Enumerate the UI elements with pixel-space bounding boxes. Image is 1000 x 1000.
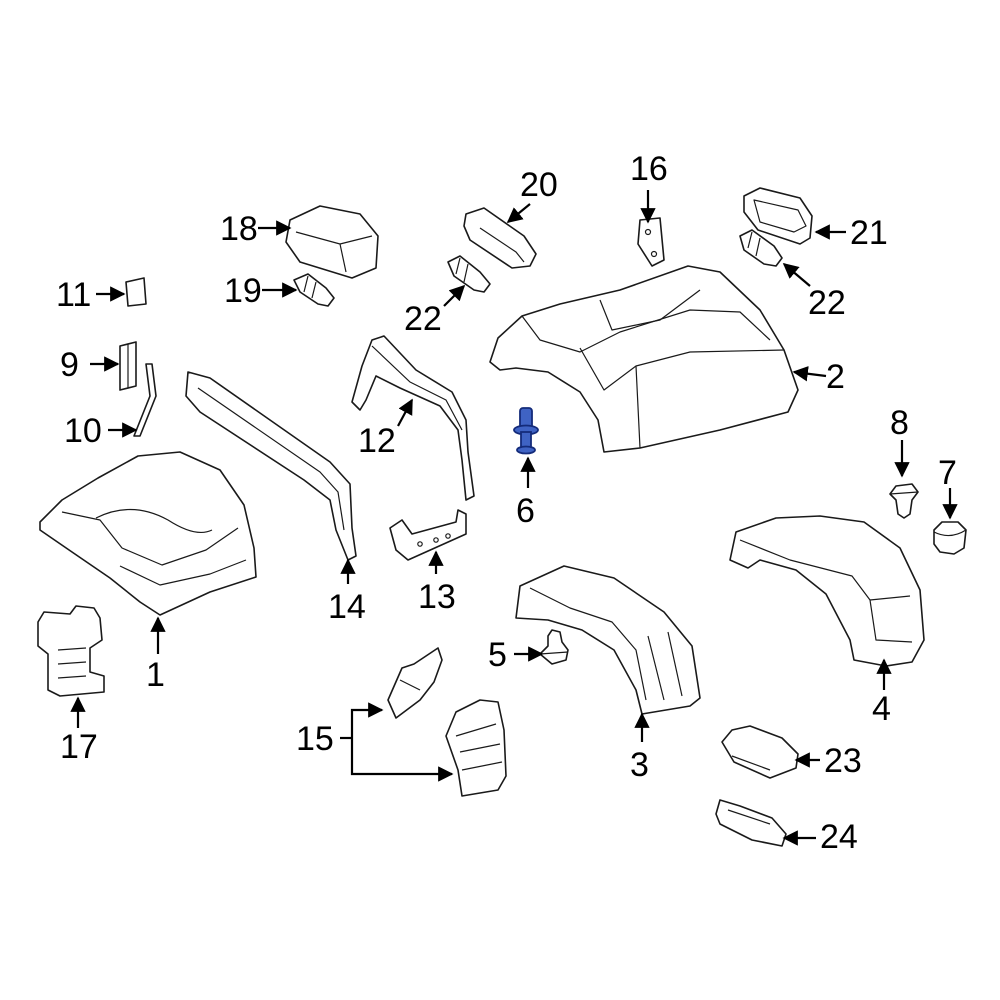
callout-24[interactable]: 24 [820,818,858,856]
callout-11[interactable]: 11 [56,276,91,314]
part-17-bracket[interactable] [37,605,105,697]
callout-17[interactable]: 17 [60,728,98,766]
callout-6[interactable]: 6 [516,492,535,530]
part-16-plate[interactable] [637,217,665,267]
part-12-inner-liner[interactable] [351,335,475,501]
callout-21[interactable]: 21 [850,214,888,252]
part-21-lamp-housing[interactable] [743,187,813,245]
part-8-plug[interactable] [889,483,919,519]
callout-22-right[interactable]: 22 [808,284,846,322]
callout-9[interactable]: 9 [60,346,79,384]
callout-10[interactable]: 10 [64,412,102,450]
part-22-bulb-left[interactable] [447,255,491,293]
part-15-flap-upper[interactable] [387,647,443,719]
callout-2[interactable]: 2 [826,358,845,396]
callout-12[interactable]: 12 [358,422,396,460]
callout-5[interactable]: 5 [488,636,507,674]
callout-8[interactable]: 8 [890,404,909,442]
callout-19[interactable]: 19 [224,272,262,310]
part-22-bulb-right[interactable] [739,229,783,267]
part-19-bulb[interactable] [293,273,335,307]
callout-7[interactable]: 7 [938,454,957,492]
callout-3[interactable]: 3 [630,746,649,784]
callout-13[interactable]: 13 [418,578,456,616]
part-5-clip[interactable] [539,629,569,665]
callout-20[interactable]: 20 [520,166,558,204]
part-9-strip[interactable] [119,341,137,391]
part-11-pad[interactable] [125,277,147,307]
callout-23[interactable]: 23 [824,742,862,780]
callout-4[interactable]: 4 [872,690,891,728]
callout-15[interactable]: 15 [296,720,334,758]
part-13-bracket[interactable] [389,509,467,561]
callout-1[interactable]: 1 [146,656,165,694]
part-4-splash-guard[interactable] [729,515,925,667]
part-6-push-pin[interactable] [513,407,539,455]
callout-labels: 1 2 3 4 5 6 7 8 9 10 11 12 13 14 15 16 1… [56,150,957,856]
part-23-lamp-lens[interactable] [721,725,799,779]
callout-lines [70,190,958,846]
part-24-lamp-cover[interactable] [715,799,787,847]
part-20-lamp-housing[interactable] [463,207,537,269]
callout-22-left[interactable]: 22 [404,300,442,338]
part-15-flap-lower[interactable] [445,699,507,797]
part-10-bar[interactable] [133,363,157,437]
callout-14[interactable]: 14 [328,588,366,626]
callout-18[interactable]: 18 [220,210,258,248]
callout-16[interactable]: 16 [630,150,668,188]
part-2-wheel-arch-cover[interactable] [489,265,799,453]
part-3-arch-liner[interactable] [515,565,701,715]
part-7-cap[interactable] [933,521,967,555]
part-1-wheel-housing[interactable] [39,451,257,616]
part-18-housing[interactable] [285,205,379,279]
